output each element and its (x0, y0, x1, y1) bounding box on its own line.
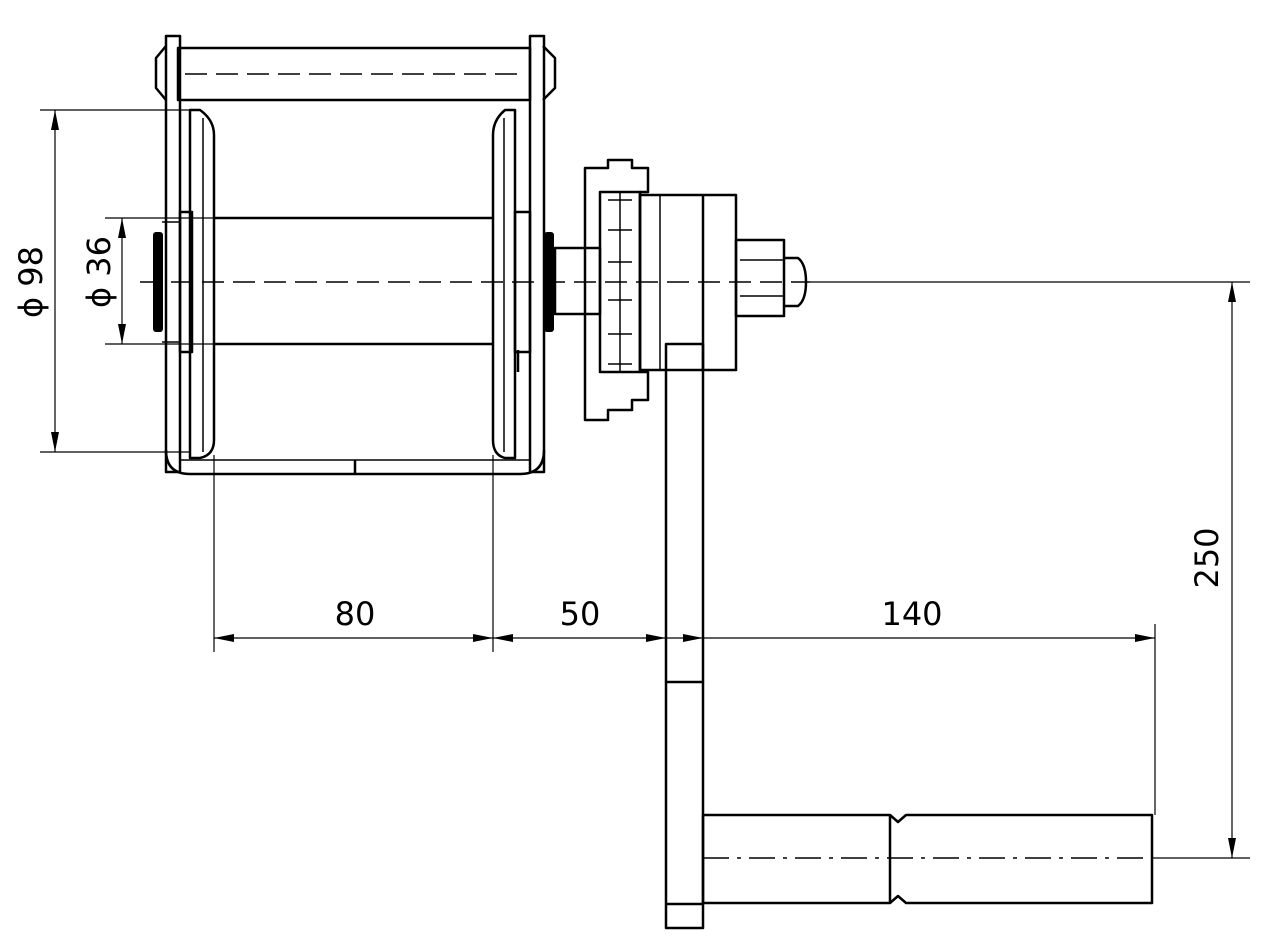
offset-label: 50 (560, 595, 601, 633)
gear-assembly (553, 158, 808, 422)
drum (153, 108, 554, 460)
crank-radius-label: 250 (1188, 527, 1226, 588)
dimension-crank-radius: 250 (1188, 282, 1236, 858)
winch-frame (154, 34, 557, 476)
crank-handle-length-label: 140 (881, 595, 942, 633)
hub-diameter-label: ϕ 36 (80, 236, 118, 308)
center-lines (140, 281, 1250, 859)
crank-handle (664, 342, 1154, 930)
drum-width-label: 80 (335, 595, 376, 633)
dimension-hub-diameter: ϕ 36 (80, 217, 214, 345)
dimension-drum-diameter: ϕ 98 (12, 109, 190, 453)
dimension-horizontal-chain: 80 50 140 (213, 455, 1156, 815)
drum-diameter-label: ϕ 98 (12, 246, 50, 318)
